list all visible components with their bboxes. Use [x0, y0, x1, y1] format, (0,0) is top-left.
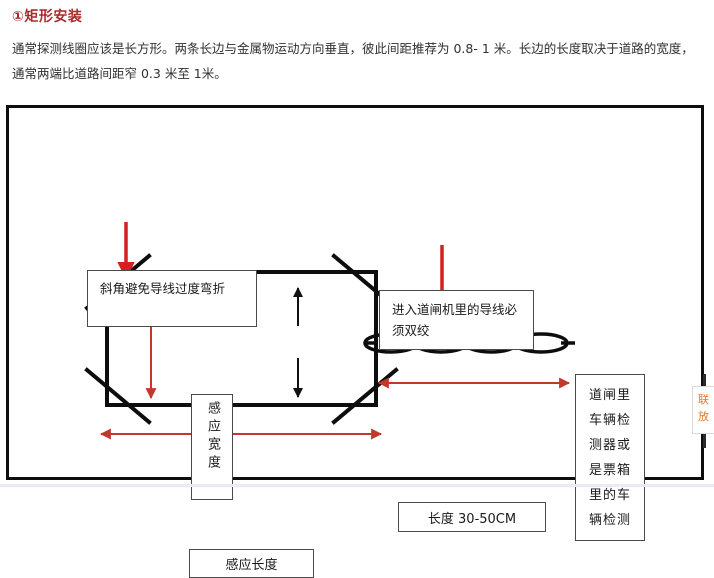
sensing-length-text: 感应长度: [225, 558, 278, 573]
callout-twist-text: 进入道闸机里的导线必须双绞: [392, 302, 518, 338]
detector-row-3: 测器或: [588, 438, 631, 453]
floating-contact-tab[interactable]: 联 放: [692, 386, 714, 434]
sensing-width-text: 感应宽度: [205, 401, 220, 473]
detector-row-4: 是票箱: [588, 463, 631, 478]
intro-paragraph: 通常探测线圈应该是长方形。两条长边与金属物运动方向垂直，彼此间距推荐为 0.8-…: [12, 41, 694, 81]
lead-length-text: 长度 30-50CM: [427, 511, 517, 527]
lead-length-label: 长度 30-50CM: [398, 502, 546, 532]
callout-chamfer-note: 斜角避免导线过度弯折: [87, 270, 257, 327]
detector-location-label: 道闸里 车辆检 测器或 是票箱 里的车 辆检测: [575, 374, 645, 541]
page-title: ①矩形安装: [12, 9, 83, 25]
floating-tab-line-1: 联: [698, 393, 709, 406]
bottom-divider: [0, 484, 714, 487]
detector-row-6: 辆检测: [588, 513, 631, 528]
detector-row-1: 道闸里: [588, 388, 631, 403]
page-root: ①矩形安装 通常探测线圈应该是长方形。两条长边与金属物运动方向垂直，彼此间距推荐…: [0, 9, 714, 578]
callout-chamfer-text: 斜角避免导线过度弯折: [100, 281, 226, 296]
detector-row-2: 车辆检: [588, 413, 631, 428]
callout-twist-note: 进入道闸机里的导线必须双绞: [379, 290, 534, 350]
floating-tab-line-2: 放: [698, 410, 709, 423]
rectangular-coil-diagram: 斜角避免导线过度弯折 进入道闸机里的导线必须双绞 感应宽度 道闸里 车辆检 测器…: [9, 108, 701, 578]
diagram-frame: 斜角避免导线过度弯折 进入道闸机里的导线必须双绞 感应宽度 道闸里 车辆检 测器…: [6, 105, 704, 578]
sensing-width-label: 感应宽度: [191, 394, 233, 500]
sensing-length-label: 感应长度: [189, 549, 314, 578]
